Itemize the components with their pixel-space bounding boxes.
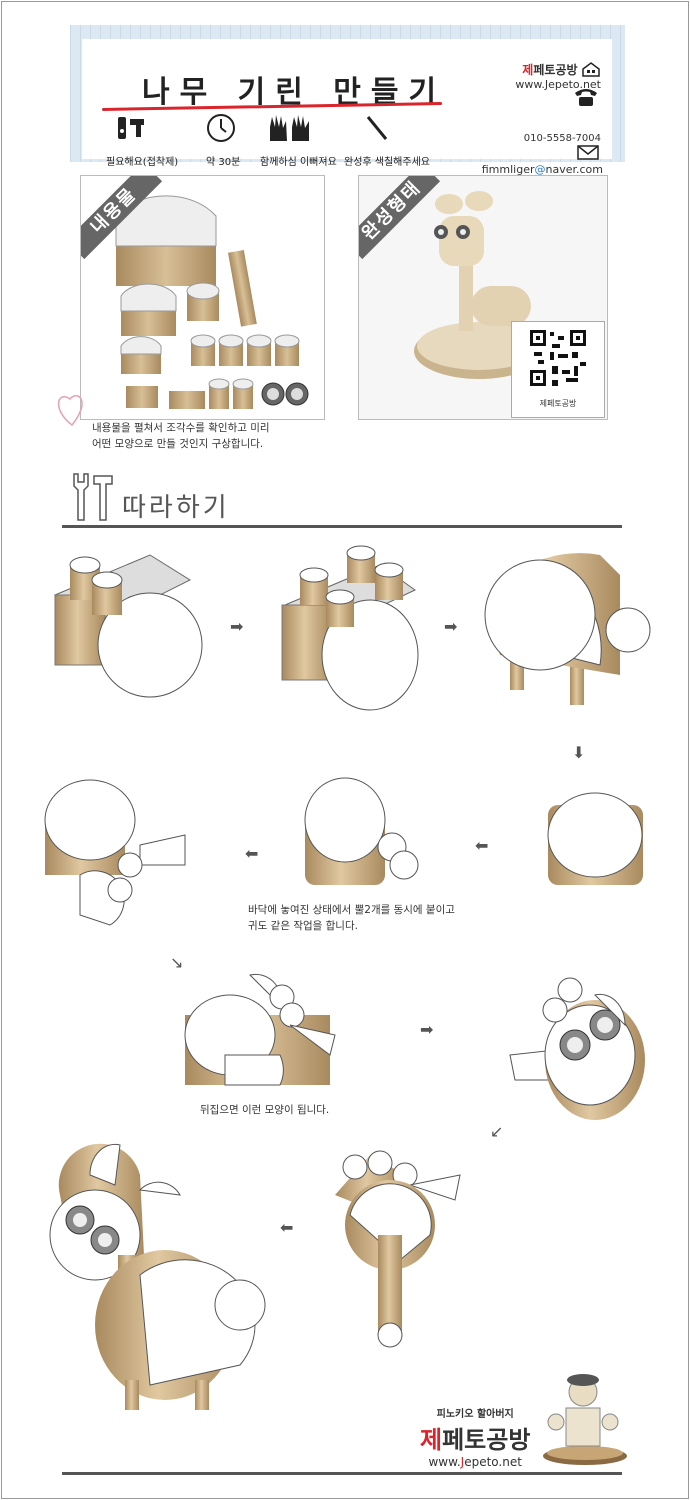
- step-caption-flip: 뒤집으면 이런 모양이 됩니다.: [200, 1104, 330, 1116]
- email-user: fimmliger: [481, 163, 535, 176]
- step-9: [49, 1143, 266, 1410]
- footer-brand-first: 제: [420, 1426, 443, 1454]
- house-icon: [582, 62, 600, 77]
- contents-photo: 내용물: [80, 175, 325, 420]
- step-7: [184, 973, 336, 1086]
- footer-web-mid: J: [460, 1455, 465, 1469]
- brand-name: 페토공방: [533, 63, 578, 77]
- arrow-down-left-icon: ↙: [490, 1122, 504, 1141]
- caption-line-1: 바닥에 놓여진 상태에서 뿔2개를 동시에 붙이고: [248, 904, 455, 916]
- requirement-label-together: 함께하심 이뻐져요: [260, 157, 337, 168]
- hands-icon: [270, 115, 309, 141]
- arrow-right-icon: ➡: [444, 617, 458, 636]
- footer-brand: 피노키오 할아버지 제페토공방 www.Jepeto.net: [420, 1405, 530, 1469]
- step-8: [509, 977, 645, 1120]
- qr-label: 제페토공방: [539, 399, 577, 408]
- step-10: [335, 1150, 461, 1348]
- glue-gun-icon: [118, 117, 144, 139]
- arrow-down-right-icon: ↘: [170, 953, 184, 972]
- small-cylinders: [190, 334, 300, 366]
- arrow-right-icon: ➡: [420, 1020, 434, 1039]
- footer-brand-name: 페토공방: [442, 1426, 531, 1454]
- envelope-icon: [577, 145, 599, 160]
- arrow-right-icon: ➡: [230, 617, 244, 636]
- telephone-icon: [575, 89, 597, 106]
- step-5: [304, 777, 419, 885]
- email-domain: naver.com: [545, 163, 604, 176]
- section-divider: [62, 525, 622, 528]
- arrow-left-icon: ⬅: [280, 1218, 294, 1237]
- note-line-2: 어떤 모양으로 만들 것인지 구상합니다.: [92, 438, 264, 450]
- email-at: @: [534, 163, 546, 176]
- step-2: [281, 545, 419, 711]
- brand-block: 제페토공방 www.Jepeto.net: [515, 61, 601, 91]
- step-4: [547, 792, 643, 885]
- heart-doodle-icon: [57, 395, 83, 427]
- footer-divider: [62, 1472, 622, 1475]
- caption-line-2: 귀도 같은 작업을 합니다.: [248, 920, 358, 932]
- brush-icon: [366, 116, 388, 140]
- assembly-steps-illustration: [44, 545, 651, 1410]
- qr-code-icon: [530, 330, 586, 386]
- requirement-label-time: 약 30분: [206, 157, 241, 168]
- tools-icon: [73, 473, 113, 521]
- footer-website[interactable]: www.Jepeto.net: [420, 1455, 530, 1469]
- follow-heading: 따라하기: [122, 493, 230, 523]
- header-banner: 나무 기린 만들기 필요해요(접착제) 약 30분 함께하심 이뻐져요 완성후 …: [70, 25, 625, 176]
- footer-web-pre: www.: [428, 1455, 461, 1469]
- footer-tagline: 피노키오 할아버지: [436, 1409, 514, 1420]
- qr-code-card[interactable]: 제페토공방: [511, 321, 605, 418]
- brand-website[interactable]: www.Jepeto.net: [515, 78, 601, 91]
- step-1: [53, 554, 203, 698]
- header-paper: 나무 기린 만들기 필요해요(접착제) 약 30분 함께하심 이뻐져요 완성후 …: [82, 39, 612, 168]
- step-3: [484, 553, 651, 705]
- clock-icon: [207, 114, 235, 142]
- note-line-1: 내용물을 펼쳐서 조각수를 확인하고 미리: [92, 422, 270, 434]
- step-6: [44, 779, 186, 926]
- finished-photo: 제페토공방 완성형태: [358, 175, 608, 420]
- email-address[interactable]: fimmliger@naver.com: [482, 163, 603, 176]
- arrow-left-icon: ⬅: [475, 836, 489, 855]
- phone-number: 010-5558-7004: [523, 133, 601, 144]
- requirement-label-paint: 완성후 색칠해주세요: [344, 157, 430, 168]
- footer-web-post: epeto.net: [464, 1455, 522, 1469]
- pinocchio-figure: [543, 1374, 627, 1465]
- requirement-label-glue: 필요해요(접착제): [106, 157, 179, 168]
- wooden-pieces-illustration: [115, 195, 309, 409]
- contents-note: 내용물을 펼쳐서 조각수를 확인하고 미리 어떤 모양으로 만들 것인지 구상합…: [92, 420, 270, 452]
- step-caption-horns: 바닥에 놓여진 상태에서 뿔2개를 동시에 붙이고 귀도 같은 작업을 합니다.: [248, 902, 455, 934]
- arrow-left-icon: ⬅: [245, 844, 259, 863]
- arrow-down-icon: ⬇: [572, 743, 586, 762]
- brand-first-char: 제: [522, 63, 534, 77]
